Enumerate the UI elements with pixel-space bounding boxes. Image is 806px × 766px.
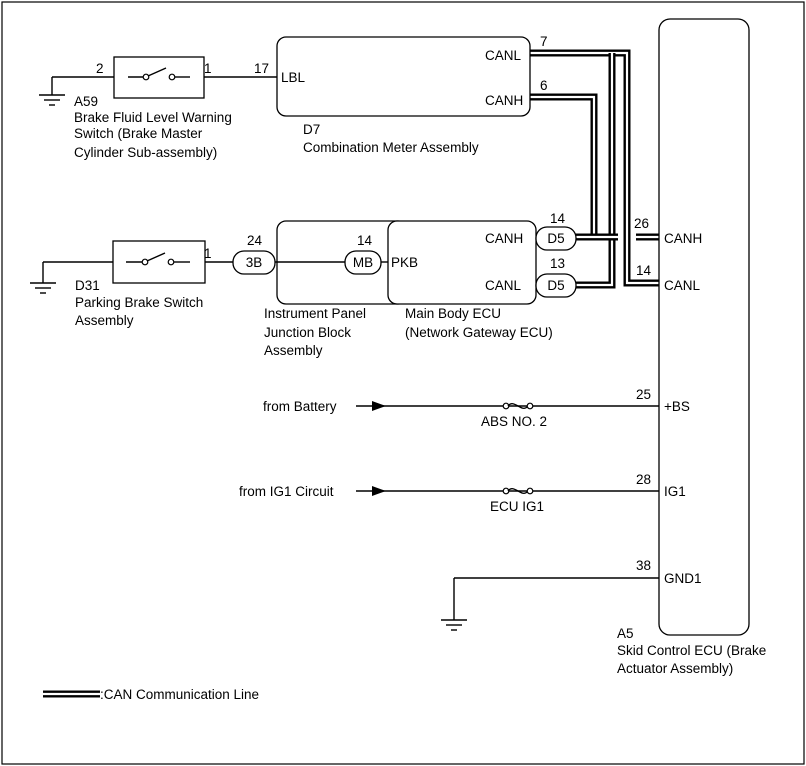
a5-pin-14: 14 bbox=[636, 263, 652, 278]
d31-name-line1: Parking Brake Switch bbox=[75, 295, 203, 310]
connector-d5-canl: D5 13 bbox=[535, 256, 577, 298]
d7-name: Combination Meter Assembly bbox=[303, 140, 479, 155]
a5-pin-26: 26 bbox=[634, 216, 649, 231]
arrow-right-icon bbox=[372, 401, 386, 411]
ground-icon bbox=[30, 282, 56, 294]
can-bus-lines bbox=[530, 49, 659, 289]
legend-label: :CAN Communication Line bbox=[100, 687, 259, 702]
a5-code: A5 bbox=[617, 626, 634, 641]
d7-pin-7: 7 bbox=[540, 34, 548, 49]
connector-d5-canl-label: D5 bbox=[547, 278, 564, 293]
main-body-canh: CANH bbox=[485, 231, 523, 246]
brake-fluid-switch: 2 1 A59 Brake Fluid Level Warning Switch… bbox=[39, 56, 277, 160]
junction-block-name-line2: Junction Block bbox=[264, 325, 351, 340]
connector-3b-pin: 24 bbox=[247, 233, 263, 248]
main-body-canl: CANL bbox=[485, 278, 522, 293]
a5-pin-28: 28 bbox=[636, 472, 651, 487]
battery-source-label: from Battery bbox=[263, 399, 337, 414]
a5-canl: CANL bbox=[664, 278, 701, 293]
a59-code: A59 bbox=[74, 94, 98, 109]
main-body-name-line1: Main Body ECU bbox=[405, 306, 501, 321]
a5-gnd1: GND1 bbox=[664, 571, 702, 586]
gnd1-circuit bbox=[441, 577, 659, 631]
a5-pin-25: 25 bbox=[636, 387, 651, 402]
a5-bs: +BS bbox=[664, 399, 690, 414]
fuse-icon bbox=[502, 487, 534, 495]
connector-d5-canh-label: D5 bbox=[547, 231, 564, 246]
a59-name-line1: Brake Fluid Level Warning bbox=[74, 110, 232, 125]
connector-d5-canl-pin: 13 bbox=[550, 256, 565, 271]
d7-lbl: LBL bbox=[281, 70, 306, 85]
parking-brake-switch: 1 D31 Parking Brake Switch Assembly bbox=[30, 240, 233, 328]
a5-ig1: IG1 bbox=[664, 484, 686, 499]
d7-canh: CANH bbox=[485, 93, 523, 108]
connector-mb: MB 14 bbox=[344, 233, 382, 275]
d7-canl: CANL bbox=[485, 48, 522, 63]
connector-mb-pin: 14 bbox=[357, 233, 373, 248]
d7-pin-17: 17 bbox=[254, 61, 269, 76]
battery-circuit: from Battery ABS NO. 2 bbox=[263, 399, 659, 429]
ground-icon bbox=[39, 94, 65, 106]
ig1-source-label: from IG1 Circuit bbox=[239, 484, 334, 499]
a5-name-line2: Actuator Assembly) bbox=[617, 661, 733, 676]
d7-code: D7 bbox=[303, 122, 320, 137]
skid-control-ecu-body bbox=[658, 18, 750, 636]
d31-pin-1: 1 bbox=[204, 246, 212, 261]
a59-name-line3: Cylinder Sub-assembly) bbox=[74, 145, 217, 160]
connector-3b: 3B 24 bbox=[232, 233, 276, 275]
a59-pin-1: 1 bbox=[204, 61, 212, 76]
a5-pin-38: 38 bbox=[636, 558, 651, 573]
switch-icon bbox=[128, 67, 190, 81]
d31-name-line2: Assembly bbox=[75, 313, 134, 328]
junction-block-name-line1: Instrument Panel bbox=[264, 306, 366, 321]
arrow-right-icon bbox=[372, 486, 386, 496]
connector-mb-label: MB bbox=[353, 255, 373, 270]
brake-fluid-switch-body bbox=[113, 56, 205, 99]
skid-control-ecu: CANH 26 CANL 14 +BS 25 IG1 28 GND1 38 A5… bbox=[617, 18, 766, 676]
a59-pin-2: 2 bbox=[96, 61, 104, 76]
legend: :CAN Communication Line bbox=[43, 687, 259, 702]
main-body-pkb: PKB bbox=[391, 255, 418, 270]
a5-name-line1: Skid Control ECU (Brake bbox=[617, 643, 766, 658]
connector-d5-canh-pin: 14 bbox=[550, 211, 566, 226]
ig1-circuit: from IG1 Circuit ECU IG1 bbox=[239, 484, 659, 514]
d31-code: D31 bbox=[75, 278, 100, 293]
main-body-ecu: PKB CANH CANL Main Body ECU (Network Gat… bbox=[387, 220, 553, 340]
d7-pin-6: 6 bbox=[540, 78, 548, 93]
a59-name-line2: Switch (Brake Master bbox=[74, 126, 203, 141]
connector-d5-canh: D5 14 bbox=[535, 211, 577, 251]
switch-icon bbox=[126, 252, 190, 266]
fuse-icon bbox=[502, 402, 534, 410]
combination-meter-body bbox=[276, 36, 531, 117]
ground-icon bbox=[441, 619, 467, 631]
combination-meter: 17 LBL CANL CANH 7 6 D7 Combination Mete… bbox=[254, 34, 548, 155]
fuse-ecu-ig1-label: ECU IG1 bbox=[490, 499, 544, 514]
connector-3b-label: 3B bbox=[246, 255, 263, 270]
fuse-abs-label: ABS NO. 2 bbox=[481, 414, 547, 429]
junction-block-name-line3: Assembly bbox=[264, 343, 323, 358]
a5-canh: CANH bbox=[664, 231, 702, 246]
main-body-name-line2: (Network Gateway ECU) bbox=[405, 325, 553, 340]
